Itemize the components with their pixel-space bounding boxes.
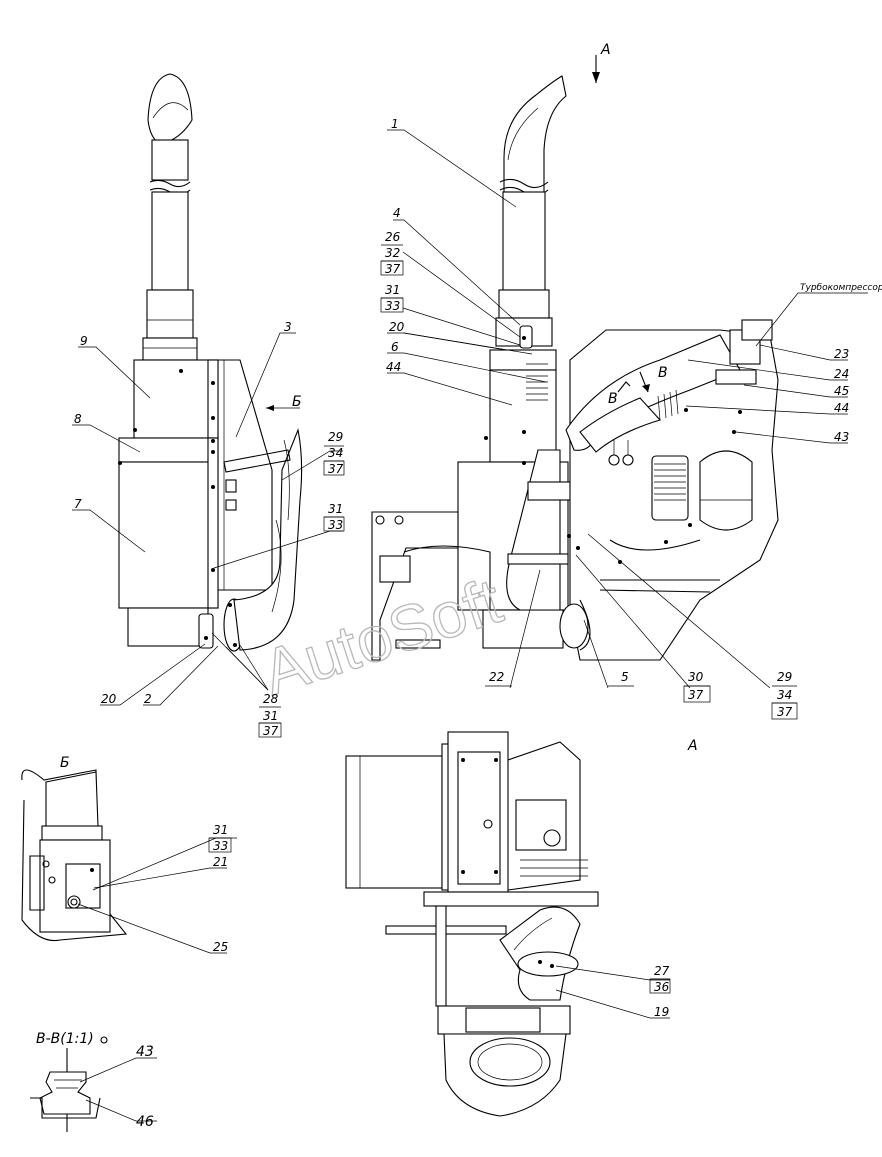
callout-31-view-b: 31 [213, 823, 228, 837]
view-b-title: Б [60, 755, 70, 771]
section-arrow-v-top: В [658, 365, 668, 381]
callout-32: 32 [385, 246, 400, 260]
bellows [526, 363, 548, 401]
callout-22: 22 [489, 670, 504, 684]
callout-36: 36 [654, 980, 670, 994]
callout-21: 21 [213, 855, 228, 869]
view-b-detail [21, 769, 237, 954]
callout-37-right: 37 [777, 705, 793, 719]
callout-33-left: 33 [328, 518, 343, 532]
turbo-label: Турбокомпрессор [800, 283, 882, 293]
callout-45: 45 [834, 384, 849, 398]
callout-31-center: 31 [385, 283, 400, 297]
callout-34-right: 34 [777, 688, 792, 702]
callout-20-left: 20 [101, 692, 117, 706]
callout-3: 3 [284, 320, 292, 334]
callout-44-center: 44 [386, 360, 401, 374]
callout-2: 2 [144, 692, 152, 706]
callout-1: 1 [391, 117, 399, 131]
callout-31-bottom: 31 [263, 709, 278, 723]
view-a-detail [345, 731, 670, 1117]
callout-37-center: 37 [688, 688, 704, 702]
callout-34-left: 34 [328, 446, 343, 460]
callout-20-center: 20 [389, 320, 405, 334]
callout-4: 4 [393, 206, 401, 220]
callout-37-center-top: 37 [385, 262, 401, 276]
callout-33-center: 33 [385, 299, 400, 313]
arrow-a-label: А [600, 42, 611, 58]
callout-5: 5 [621, 670, 629, 684]
callout-46: 46 [136, 1114, 154, 1130]
center-front-view [371, 55, 848, 689]
section-vv-title: В-В(1:1) [36, 1031, 94, 1047]
callout-43-section: 43 [136, 1044, 154, 1060]
rotated-view-icon [100, 1036, 108, 1044]
section-arrow-v-bottom: В [608, 391, 618, 407]
callout-37-bottom: 37 [263, 724, 279, 738]
callout-24: 24 [834, 367, 849, 381]
callout-30: 30 [688, 670, 704, 684]
callout-37-left: 37 [328, 462, 344, 476]
callout-27: 27 [654, 964, 670, 978]
callout-labels: 9 8 7 3 Б 29 34 37 31 33 20 2 28 31 37 А… [36, 42, 882, 1130]
callout-44-right: 44 [834, 401, 849, 415]
callout-19: 19 [654, 1005, 669, 1019]
callout-9: 9 [80, 334, 88, 348]
callout-25: 25 [213, 940, 228, 954]
view-a-title: А [687, 738, 698, 754]
callout-29-right: 29 [777, 670, 792, 684]
callout-6: 6 [391, 340, 399, 354]
callout-33-view-b: 33 [213, 839, 228, 853]
left-side-view [72, 73, 343, 706]
callout-43-right: 43 [834, 430, 849, 444]
callout-28: 28 [263, 692, 279, 706]
callout-31-left: 31 [328, 502, 343, 516]
callout-7: 7 [74, 497, 82, 511]
callout-29-left: 29 [328, 430, 343, 444]
arrow-b-label: Б [292, 394, 302, 410]
callout-8: 8 [74, 412, 82, 426]
callout-23: 23 [834, 347, 849, 361]
callout-26: 26 [385, 230, 401, 244]
section-vv-detail [30, 1048, 157, 1132]
